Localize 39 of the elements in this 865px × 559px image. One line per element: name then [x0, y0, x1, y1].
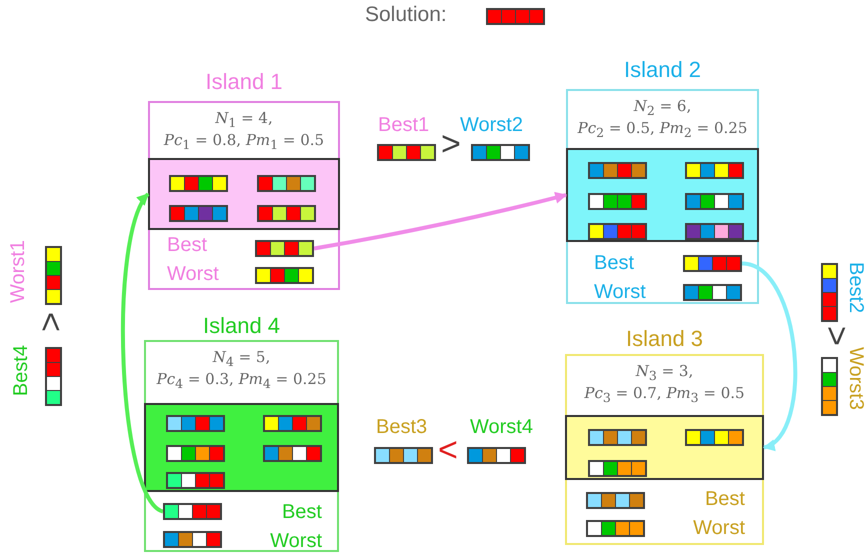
island-heading: Island 4: [202, 314, 282, 338]
population-box: [144, 403, 339, 492]
worst-label: Worst: [167, 263, 219, 285]
best-label: Best: [282, 501, 322, 523]
best-label: Best3: [376, 416, 428, 438]
population-box: [148, 158, 340, 230]
parameter-text: N$_{2}$ = 6, Pc$_{2}$ = 0.5, Pm$_{2}$ = 0.25: [576, 97, 748, 142]
comparison-sign: <: [438, 432, 458, 470]
island-heading: Island 2: [622, 58, 702, 82]
parameter-text: N$_{4}$ = 5, Pc$_{4}$ = 0.3, Pm$_{4}$ = 0.25: [156, 348, 328, 392]
best-label: Best4: [10, 345, 32, 396]
best-label: Best: [167, 234, 208, 256]
chromosome-strip: [255, 240, 314, 257]
worst-label: Worst4: [470, 416, 533, 438]
solution-label: Solution:: [365, 3, 447, 26]
worst-label: Worst: [270, 530, 322, 552]
best-label: Best: [704, 488, 745, 510]
parameter-text: N$_{1}$ = 4, Pc$_{1}$ = 0.8, Pm$_{1}$ = 0.5: [162, 109, 326, 154]
parameter-text: N$_{3}$ = 3, Pc$_{3}$ = 0.7, Pm$_{3}$ = 0.5: [583, 362, 746, 406]
worst-label: Worst1: [7, 240, 29, 303]
best-label: Best1: [378, 114, 430, 136]
migration-arrow: [742, 262, 798, 450]
migration-arrow: [314, 192, 568, 250]
chromosome-strip: [683, 255, 742, 272]
island-heading: Island 1: [204, 70, 284, 94]
best-label: Best: [594, 252, 634, 274]
worst-label: Worst3: [845, 347, 865, 410]
population-box: [565, 415, 764, 480]
worst-label: Worst: [594, 281, 646, 303]
comparison-sign: >: [817, 326, 854, 346]
best-label: Best2: [845, 262, 865, 314]
comparison-sign: >: [33, 312, 70, 332]
island-heading: Island 3: [624, 327, 704, 352]
chromosome-strip: [163, 503, 222, 520]
worst-label: Worst: [693, 517, 745, 539]
migration-arrow: [121, 192, 164, 514]
population-box: [566, 148, 759, 242]
comparison-sign: >: [441, 126, 461, 164]
worst-label: Worst2: [460, 114, 523, 136]
